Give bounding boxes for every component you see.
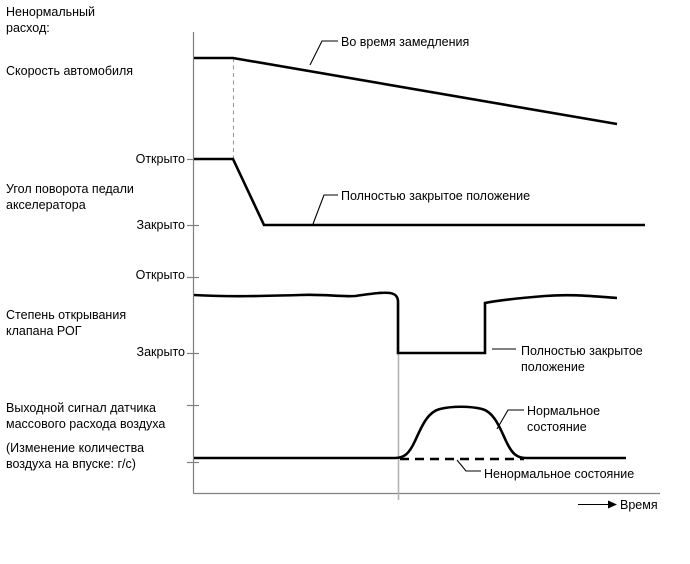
row-label-pedal-line2: акселератора (6, 198, 86, 212)
row-label-egr-line1: Степень открывания (6, 308, 127, 322)
annotation-abnormal: Ненормальное состояние (484, 467, 635, 481)
series-egr-valve (193, 291, 618, 355)
x-axis-label-time: Время (620, 498, 658, 512)
annotation-fully-closed-egr-line1: Полностью закрытое (521, 344, 643, 358)
annotation-normal-line1: Нормальное (527, 404, 601, 418)
leader-fully-closed-pedal (312, 194, 338, 225)
page-title-line1: Ненормальный (6, 5, 96, 19)
ytick-pedal-open: Открыто (135, 152, 185, 166)
annotation-fully-closed-egr-line2: положение (521, 360, 585, 374)
time-arrow-head (608, 500, 617, 509)
annotation-normal-line2: состояние (527, 420, 587, 434)
row-label-pedal-line1: Угол поворота педали (6, 182, 134, 196)
row-label-vehicle-speed: Скорость автомобиля (6, 64, 134, 78)
series-accelerator-pedal (194, 157, 645, 227)
row-label-egr-line2: клапана РОГ (6, 324, 82, 338)
ytick-pedal-closed: Закрыто (136, 218, 185, 232)
annotation-fully-closed-pedal: Полностью закрытое положение (341, 189, 531, 203)
leader-during-deceleration (309, 40, 338, 66)
annotation-during-deceleration: Во время замедления (341, 35, 470, 49)
row-label-maf-line1: Выходной сигнал датчика (6, 401, 157, 415)
series-maf-normal (194, 405, 626, 460)
ytick-egr-closed: Закрыто (136, 345, 185, 359)
row-label-maf-line2: массового расхода воздуха (6, 417, 166, 431)
page-title-line2: расход: (6, 21, 50, 35)
ytick-egr-open: Открыто (135, 268, 185, 282)
series-vehicle-speed (194, 56, 618, 126)
leader-abnormal-state (456, 459, 481, 472)
row-label-maf-line3: (Изменение количества (6, 441, 145, 455)
row-label-maf-line4: воздуха на впуске: г/с) (6, 457, 136, 471)
leader-normal-state (496, 409, 524, 430)
